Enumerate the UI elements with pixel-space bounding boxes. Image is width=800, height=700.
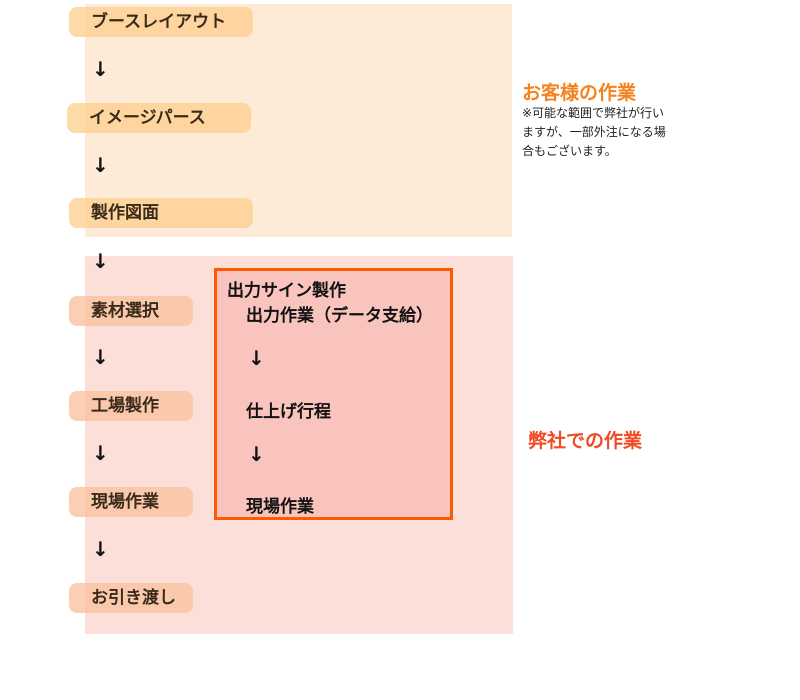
arrow-down-icon: ↓ [92,153,109,177]
sign-production-box [214,268,453,520]
arrow-down-icon: ↓ [92,345,109,369]
arrow-down-icon: ↓ [248,442,265,466]
arrow-down-icon: ↓ [92,57,109,81]
arrow-down-icon: ↓ [92,537,109,561]
step-material-selection: 素材選択 [69,296,193,326]
arrow-down-icon: ↓ [92,441,109,465]
sign-box-title: 出力サイン製作 [227,281,346,301]
sign-step-onsite: 現場作業 [246,497,314,517]
step-image-perspective: イメージパース [67,103,251,133]
step-onsite-work: 現場作業 [69,487,193,517]
sign-step-output: 出力作業（データ支給） [246,306,433,326]
step-booth-layout: ブースレイアウト [69,7,253,37]
step-drawings: 製作図面 [69,198,253,228]
arrow-down-icon: ↓ [248,346,265,370]
arrow-down-icon: ↓ [92,249,109,273]
customer-work-note: ※可能な範囲で弊社が行いますが、一部外注になる場合もございます。 [522,106,666,158]
customer-work-title: お客様の作業 [522,82,637,104]
step-handover: お引き渡し [69,583,193,613]
company-work-title: 弊社での作業 [528,430,643,452]
sign-step-finishing: 仕上げ行程 [246,402,331,422]
step-factory-production: 工場製作 [69,391,193,421]
